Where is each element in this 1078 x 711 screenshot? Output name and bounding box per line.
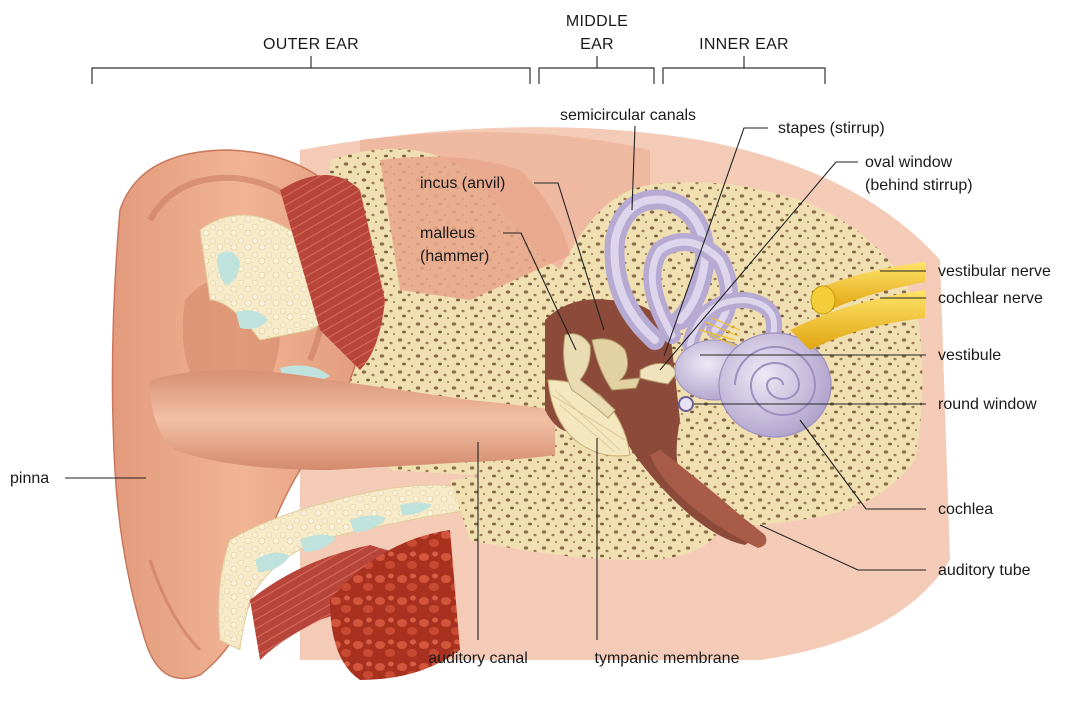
- label-vestibular-nerve: vestibular nerve: [938, 263, 1051, 280]
- inner-ear-header: INNER EAR: [699, 36, 789, 53]
- label-stapes: stapes (stirrup): [778, 120, 885, 137]
- middle-ear-header-line1: MIDDLE: [566, 13, 628, 30]
- label-oval-window-line2: (behind stirrup): [865, 177, 973, 194]
- label-pinna: pinna: [10, 470, 49, 487]
- outer-ear-header: OUTER EAR: [263, 36, 359, 53]
- middle-ear-bracket: [539, 56, 654, 84]
- round-window-shape: [679, 397, 693, 411]
- label-malleus-line2: (hammer): [420, 248, 489, 265]
- label-round-window: round window: [938, 396, 1037, 413]
- label-incus: incus (anvil): [420, 175, 505, 192]
- label-cochlea: cochlea: [938, 501, 993, 518]
- label-oval-window-line1: oval window: [865, 154, 953, 171]
- label-cochlear-nerve: cochlear nerve: [938, 290, 1043, 307]
- cochlea-shape: [719, 333, 831, 437]
- label-vestibule: vestibule: [938, 347, 1001, 364]
- label-auditory-canal: auditory canal: [428, 650, 528, 667]
- label-auditory-tube: auditory tube: [938, 562, 1031, 579]
- label-semicircular-canals: semicircular canals: [560, 107, 696, 124]
- label-tympanic-membrane: tympanic membrane: [595, 650, 740, 667]
- label-malleus-line1: malleus: [420, 225, 475, 242]
- region-brackets: [92, 56, 825, 84]
- inner-ear-bracket: [663, 56, 825, 84]
- outer-ear-bracket: [92, 56, 530, 84]
- middle-ear-header-line2: EAR: [580, 36, 614, 53]
